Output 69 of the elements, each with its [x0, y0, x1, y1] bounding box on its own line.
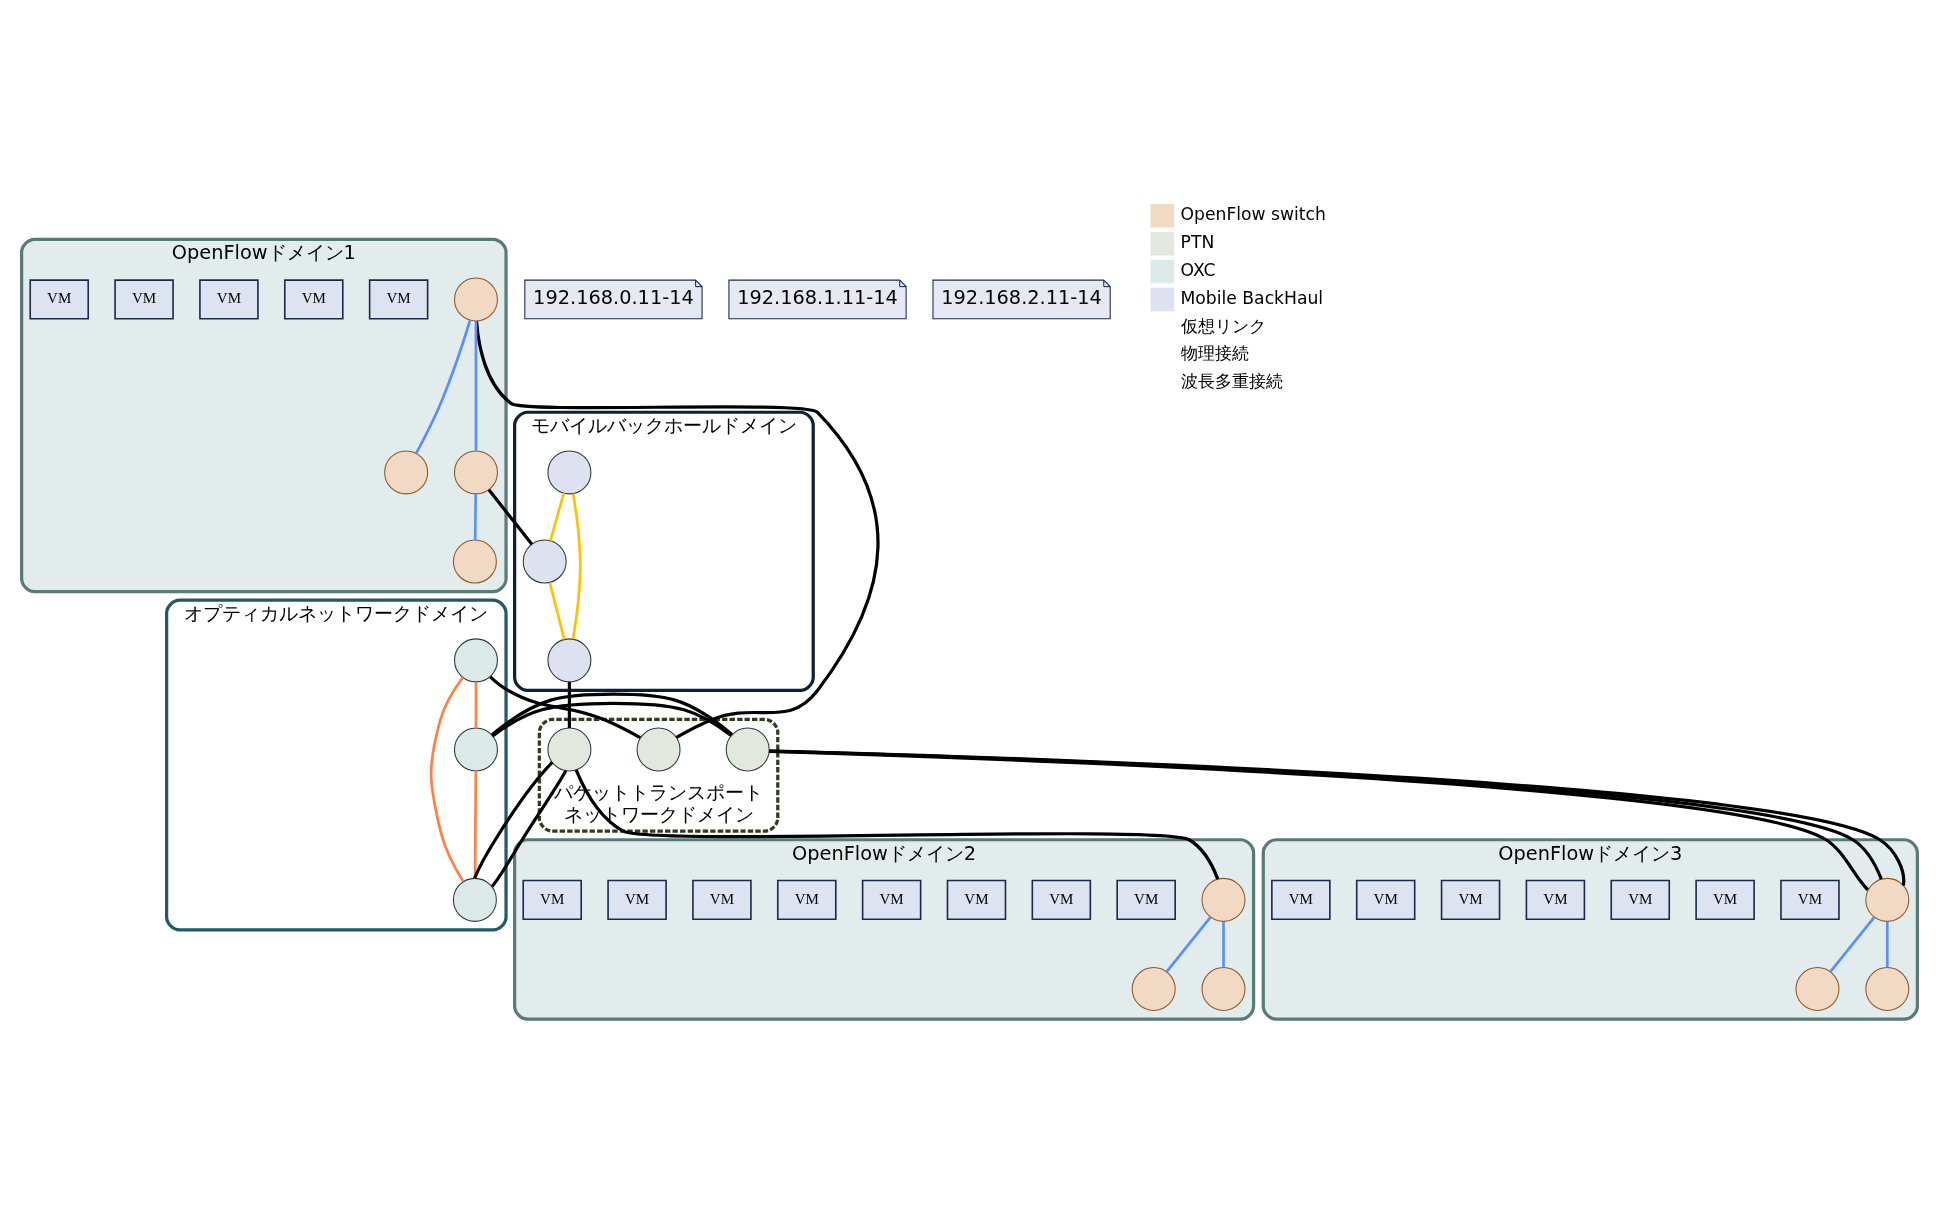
node-circle	[453, 638, 498, 683]
connector	[473, 494, 478, 541]
node-circle	[636, 727, 681, 772]
node-box: VM	[861, 879, 922, 921]
connector	[571, 493, 582, 640]
connector	[574, 769, 1220, 880]
connector	[567, 682, 571, 728]
connector	[549, 492, 566, 541]
cluster: モバイルバックホールドメイン	[513, 410, 815, 693]
node-box: VM	[607, 879, 667, 921]
connector	[1165, 916, 1212, 973]
node-box: VM	[1031, 879, 1092, 921]
connector	[489, 675, 641, 739]
node-box: VM	[1271, 879, 1331, 921]
connector	[548, 582, 566, 640]
node-box: VM	[283, 279, 344, 320]
node-box: VM	[1440, 879, 1501, 921]
node-box: VM	[29, 279, 90, 320]
legend-label: OXC	[1180, 259, 1216, 280]
node-box: VM	[1355, 879, 1416, 921]
connector	[429, 676, 465, 883]
node-circle	[452, 539, 497, 584]
node-box: VM	[1525, 879, 1586, 921]
node-circle	[1865, 967, 1910, 1012]
node-circle	[384, 450, 429, 495]
connector	[491, 692, 733, 737]
node-box: VM	[522, 879, 583, 921]
node-circle	[725, 727, 770, 772]
legend-label: 物理接続	[1180, 343, 1249, 364]
cluster: オプティカルネットワークドメイン	[165, 598, 508, 932]
node-box: VM	[1610, 879, 1671, 921]
node-circle	[453, 450, 498, 495]
node-box: VM	[776, 879, 837, 921]
node-circle	[453, 277, 498, 322]
connector	[491, 701, 733, 738]
node-circle	[1201, 877, 1246, 922]
node-box: VM	[1116, 879, 1176, 921]
node-box: VM	[1695, 879, 1755, 921]
node-box: VM	[1780, 879, 1840, 921]
node-circle	[452, 877, 497, 922]
node-box: VM	[199, 279, 259, 320]
node-circle	[1201, 967, 1246, 1012]
node-circle	[522, 539, 567, 584]
node-box: VM	[946, 879, 1007, 921]
connector	[1829, 916, 1876, 973]
connector	[1885, 921, 1889, 968]
connector	[474, 321, 478, 451]
connector	[474, 321, 880, 739]
connector	[473, 761, 554, 879]
legend-label: 波長多重接続	[1180, 371, 1283, 392]
connector	[490, 770, 568, 888]
node-circle	[547, 727, 592, 772]
node-circle	[1795, 967, 1840, 1012]
node-box: VM	[368, 279, 429, 320]
node-circle	[453, 727, 498, 772]
legend-label: PTN	[1180, 231, 1215, 252]
legend-label: 仮想リンク	[1180, 315, 1266, 336]
node-circle	[547, 450, 592, 495]
legend-label: Mobile BackHaul	[1180, 287, 1324, 308]
node-circle	[547, 638, 592, 683]
connector	[474, 682, 478, 728]
connector	[415, 319, 472, 454]
node-box: VM	[114, 279, 174, 320]
node-box: VM	[692, 879, 752, 921]
node-circle	[1131, 967, 1176, 1012]
legend-label: OpenFlow switch	[1180, 203, 1326, 224]
connector	[1222, 921, 1225, 968]
connector	[487, 488, 534, 546]
node-circle	[1865, 877, 1910, 922]
